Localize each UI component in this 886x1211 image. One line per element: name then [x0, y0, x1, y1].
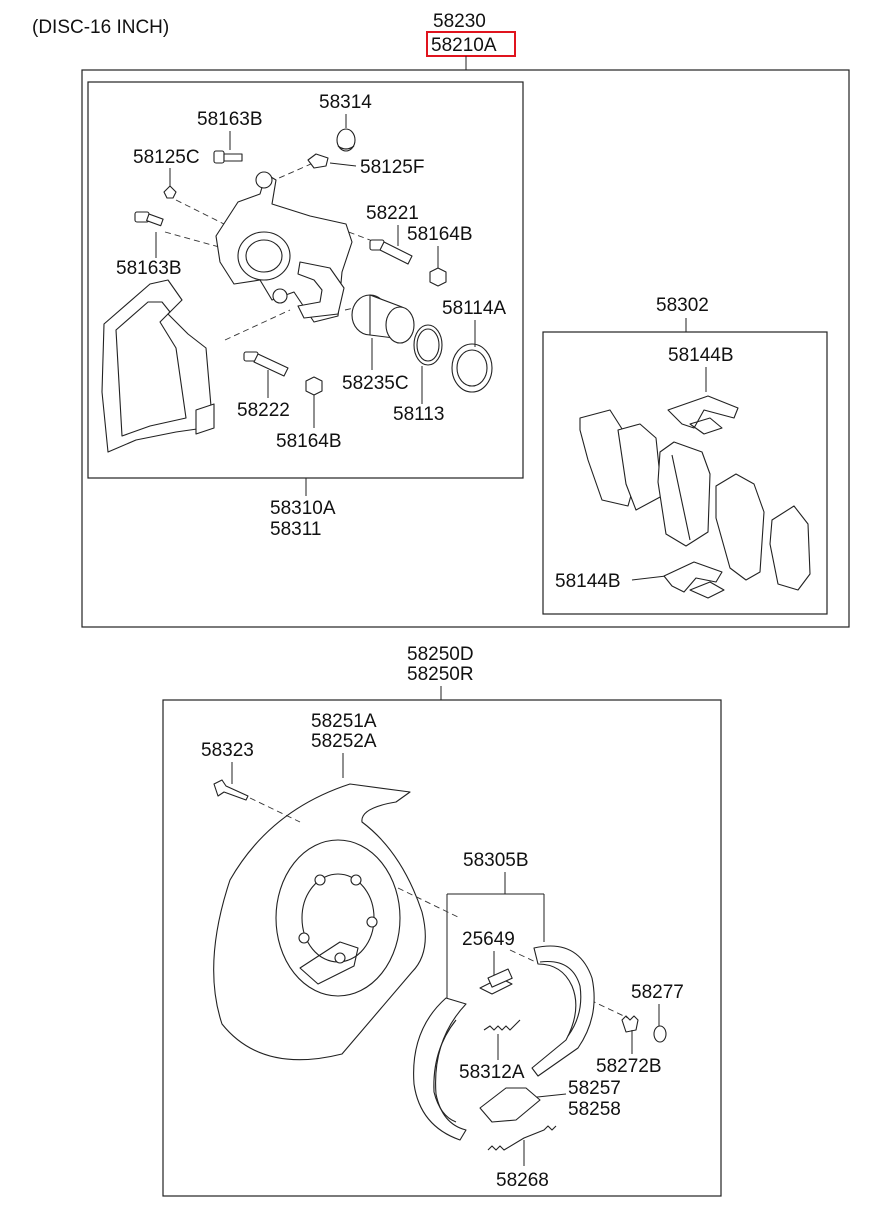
part-label-58268[interactable]: 58268 [496, 1170, 549, 1191]
part-label-58210A[interactable]: 58210A [431, 35, 497, 56]
parking-brake-drawing [213, 779, 667, 1151]
part-label-58235C[interactable]: 58235C [342, 373, 409, 394]
adjuster-icon [479, 968, 513, 995]
part-label-58113[interactable]: 58113 [393, 404, 444, 425]
part-label-58125F[interactable]: 58125F [360, 157, 424, 178]
part-label-58250D[interactable]: 58250D [407, 644, 474, 665]
bolt-icon [213, 150, 243, 164]
part-label-58257[interactable]: 58257 [568, 1078, 621, 1099]
part-label-58230[interactable]: 58230 [433, 11, 486, 32]
part-label-58221[interactable]: 58221 [366, 203, 419, 224]
part-label-25649[interactable]: 25649 [462, 929, 515, 950]
part-label-58305B[interactable]: 58305B [463, 850, 529, 871]
brake-pads-drawing [579, 395, 811, 599]
part-label-58125C[interactable]: 58125C [133, 147, 200, 168]
bolt-icon [134, 211, 164, 227]
part-label-58144B-bottom[interactable]: 58144B [555, 571, 621, 592]
caliper-drawing [101, 128, 493, 453]
part-label-58251A[interactable]: 58251A [311, 711, 377, 732]
part-label-58164B-bottom[interactable]: 58164B [276, 431, 342, 452]
guide-pin-icon [243, 351, 289, 377]
part-label-58302[interactable]: 58302 [656, 295, 709, 316]
part-label-58258[interactable]: 58258 [568, 1099, 621, 1120]
diagram-title: (DISC-16 INCH) [32, 17, 169, 38]
caliper-leader-lines [155, 114, 476, 428]
part-label-58312A[interactable]: 58312A [459, 1062, 525, 1083]
part-label-58323[interactable]: 58323 [201, 740, 254, 761]
part-label-58272B[interactable]: 58272B [596, 1056, 662, 1077]
guide-pin-icon [369, 239, 413, 265]
piston-icon [351, 294, 415, 344]
part-label-58252A[interactable]: 58252A [311, 731, 377, 752]
part-label-58314[interactable]: 58314 [319, 92, 372, 113]
parking-brake-box [162, 699, 722, 1197]
part-label-58163B-top[interactable]: 58163B [197, 109, 263, 130]
part-label-58250R[interactable]: 58250R [407, 664, 474, 685]
highlight-box [426, 31, 516, 57]
part-label-58310A[interactable]: 58310A [270, 498, 336, 519]
part-label-58277[interactable]: 58277 [631, 982, 684, 1003]
part-label-58144B-top[interactable]: 58144B [668, 345, 734, 366]
part-label-58163B-mid[interactable]: 58163B [116, 258, 182, 279]
part-label-58222[interactable]: 58222 [237, 400, 290, 421]
part-label-58311[interactable]: 58311 [270, 519, 321, 540]
caliper-assembly-box [81, 69, 850, 628]
part-label-58114A[interactable]: 58114A [442, 298, 506, 319]
part-label-58164B-top[interactable]: 58164B [407, 224, 473, 245]
pads-box [542, 331, 828, 615]
